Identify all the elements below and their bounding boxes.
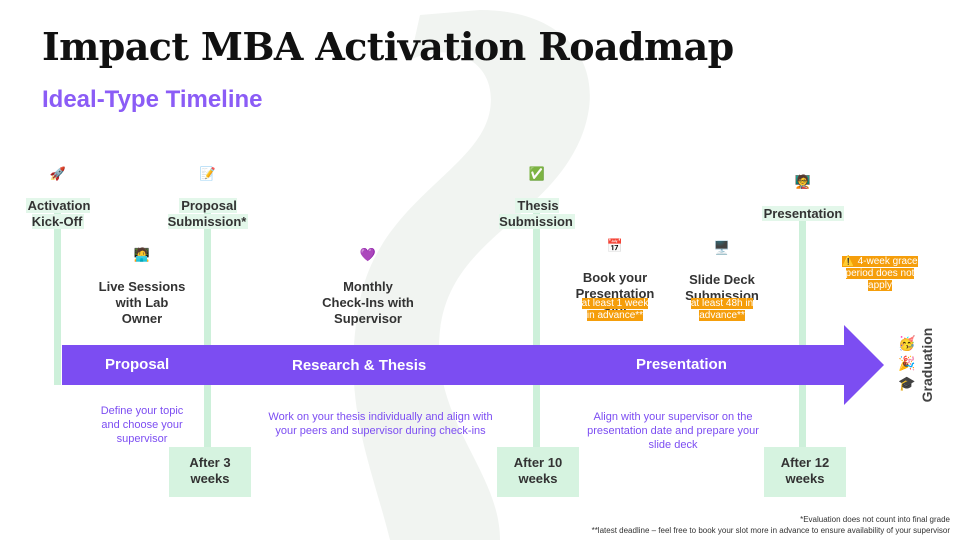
milestone-presentation-label: Presentation [761,206,845,221]
phase-presentation: Presentation [636,356,727,373]
milestone-proposal: 📝 Proposal Submission* [152,150,264,230]
warning-grace-text: ⚠️ 4-week grace period does not apply [842,256,918,291]
calendar-icon: 📅 [606,238,624,253]
technologist-icon: 🧑‍💻 [133,247,151,262]
page-title: Impact MBA Activation Roadmap [42,24,734,69]
activity-live-sessions: 🧑‍💻 Live Sessions with Lab Owner [82,231,202,327]
teacher-icon: 🧑‍🏫 [794,174,812,189]
party-popper-icon: 🎉 [898,356,916,372]
milestone-proposal-label: Proposal Submission* [167,198,249,229]
milestone-line-kickoff [54,208,61,385]
duration-after-3-weeks: After 3 weeks [169,447,251,497]
phase-proposal-description: Define your topic and choose your superv… [100,405,184,445]
footnote-evaluation: *Evaluation does not count into final gr… [800,515,950,524]
milestone-line-presentation [799,208,806,450]
milestone-line-thesis [533,208,540,450]
desktop-computer-icon: 🖥️ [713,240,731,255]
purple-heart-icon: 💜 [359,247,377,262]
milestone-line-proposal [204,208,211,450]
activity-live-sessions-label: Live Sessions with Lab Owner [98,279,186,326]
party-face-icon: 🥳 [898,336,916,352]
milestone-thesis: ✅ Thesis Submission [487,150,587,230]
memo-icon: 📝 [199,166,217,181]
milestone-presentation: 🧑‍🏫 Presentation [743,158,863,222]
activity-monthly-checkins: 💜 Monthly Check-Ins with Supervisor [303,231,433,327]
duration-after-12-weeks: After 12 weeks [764,447,846,497]
graduation-label: Graduation [919,327,935,403]
note-book-slot: at least 1 week in advance** [581,298,649,321]
activity-slide-deck: 🖥️ Slide Deck Submission [667,224,777,304]
phase-research-thesis: Research & Thesis [292,357,427,374]
page-subtitle: Ideal-Type Timeline [42,86,263,113]
check-mark-icon: ✅ [528,166,546,181]
footnote-latest-deadline: **latest deadline – feel free to book yo… [591,526,950,535]
note-slide-deck: at least 48h in advance** [690,298,754,321]
rocket-icon: 🚀 [49,166,67,181]
phase-presentation-description: Align with your supervisor on the presen… [587,411,759,451]
graduation-cap-icon: 🎓 [898,376,916,392]
milestone-kickoff-label: Activation Kick-Off [25,198,91,229]
milestone-kickoff: 🚀 Activation Kick-Off [8,150,108,230]
phase-proposal: Proposal [105,356,170,373]
timeline-arrow-head [844,325,884,405]
activity-monthly-checkins-label: Monthly Check-Ins with Supervisor [322,279,414,326]
duration-after-10-weeks: After 10 weeks [497,447,579,497]
phase-research-description: Work on your thesis individually and ali… [268,411,493,437]
note-grace-period: ⚠️ 4-week grace period does not apply [824,256,936,292]
timeline-arrow-bar [62,345,844,385]
